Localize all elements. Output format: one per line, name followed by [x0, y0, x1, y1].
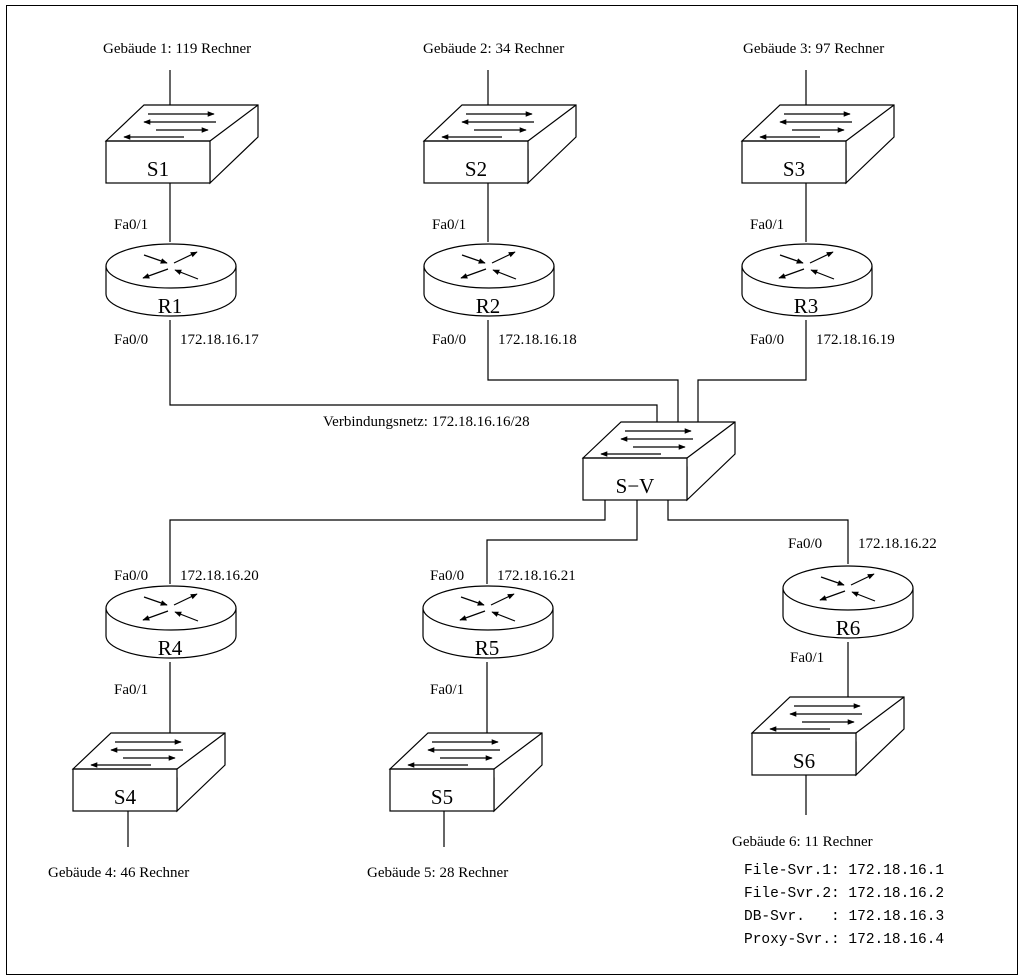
server-ip: 172.18.16.1: [848, 863, 945, 879]
server-row: File-Svr.2: 172.18.16.2: [744, 887, 944, 902]
server-sep: :: [831, 886, 840, 902]
building-label-1: Gebäude 1: 119 Rechner: [103, 41, 252, 57]
server-row: DB-Svr. : 172.18.16.3: [744, 910, 944, 925]
server-name: File-Svr.2: [744, 886, 832, 902]
server-name: DB-Svr.: [744, 909, 805, 925]
if-r4-fa00: Fa0/0: [114, 568, 149, 584]
router-label-r6: R6: [835, 616, 861, 640]
if-r6-fa01: Fa0/1: [790, 650, 825, 666]
server-ip: 172.18.16.2: [848, 886, 945, 902]
building-label-2: Gebäude 2: 34 Rechner: [423, 41, 565, 57]
server-sep: :: [831, 863, 840, 879]
switch-s3: [742, 105, 894, 183]
switch-label-s6: S6: [792, 749, 816, 773]
building-label-5: Gebäude 5: 28 Rechner: [367, 865, 509, 881]
switch-label-s4: S4: [113, 785, 137, 809]
router-label-r3: R3: [793, 294, 819, 318]
router-label-r5: R5: [474, 636, 500, 660]
server-name: Proxy-Svr.: [744, 932, 832, 948]
server-sep: :: [804, 909, 840, 925]
links: [127, 70, 849, 847]
if-r2-fa00: Fa0/0: [432, 332, 467, 348]
if-r4-fa01: Fa0/1: [114, 682, 149, 698]
if-r1-fa00: Fa0/0: [114, 332, 149, 348]
network-label: Verbindungsnetz: 172.18.16.16/28: [323, 414, 530, 430]
switch-label-s5: S5: [430, 785, 454, 809]
switch-label-s3: S3: [782, 157, 806, 181]
switch-s6: [752, 697, 904, 775]
ip-r6: 172.18.16.22: [858, 536, 937, 552]
server-sep: :: [831, 932, 840, 948]
ip-r2: 172.18.16.18: [498, 332, 577, 348]
server-name: File-Svr.1: [744, 863, 832, 879]
switch-label-s1: S1: [146, 157, 170, 181]
ip-r1: 172.18.16.17: [180, 332, 259, 348]
router-label-r4: R4: [157, 636, 183, 660]
ip-r4: 172.18.16.20: [180, 568, 259, 584]
link-r3-sv: [697, 320, 807, 425]
building-label-3: Gebäude 3: 97 Rechner: [743, 41, 885, 57]
switch-sv: [583, 422, 735, 500]
if-r3-fa01: Fa0/1: [750, 217, 785, 233]
link-r2-sv: [487, 320, 679, 425]
switch-s1: [106, 105, 258, 183]
if-r2-fa01: Fa0/1: [432, 217, 467, 233]
switch-label-sv: S−V: [615, 474, 655, 498]
link-sv-r5: [486, 500, 638, 584]
link-r1-sv: [169, 320, 658, 425]
if-r3-fa00: Fa0/0: [750, 332, 785, 348]
switch-s2: [424, 105, 576, 183]
if-r5-fa00: Fa0/0: [430, 568, 465, 584]
router-label-r2: R2: [475, 294, 501, 318]
ip-r5: 172.18.16.21: [497, 568, 576, 584]
switch-s4: [73, 733, 225, 811]
server-ip: 172.18.16.4: [848, 932, 945, 948]
switch-s5: [390, 733, 542, 811]
server-row: File-Svr.1: 172.18.16.1: [744, 864, 944, 879]
if-r6-fa00: Fa0/0: [788, 536, 823, 552]
if-r5-fa01: Fa0/1: [430, 682, 465, 698]
server-ip: 172.18.16.3: [848, 909, 945, 925]
link-sv-r6: [667, 500, 849, 564]
server-row: Proxy-Svr.: 172.18.16.4: [744, 933, 944, 948]
ip-r3: 172.18.16.19: [816, 332, 895, 348]
link-sv-r4: [169, 500, 606, 584]
if-r1-fa01: Fa0/1: [114, 217, 149, 233]
router-label-r1: R1: [157, 294, 183, 318]
building-label-4: Gebäude 4: 46 Rechner: [48, 865, 190, 881]
switch-label-s2: S2: [464, 157, 488, 181]
building-label-6: Gebäude 6: 11 Rechner: [732, 834, 873, 850]
